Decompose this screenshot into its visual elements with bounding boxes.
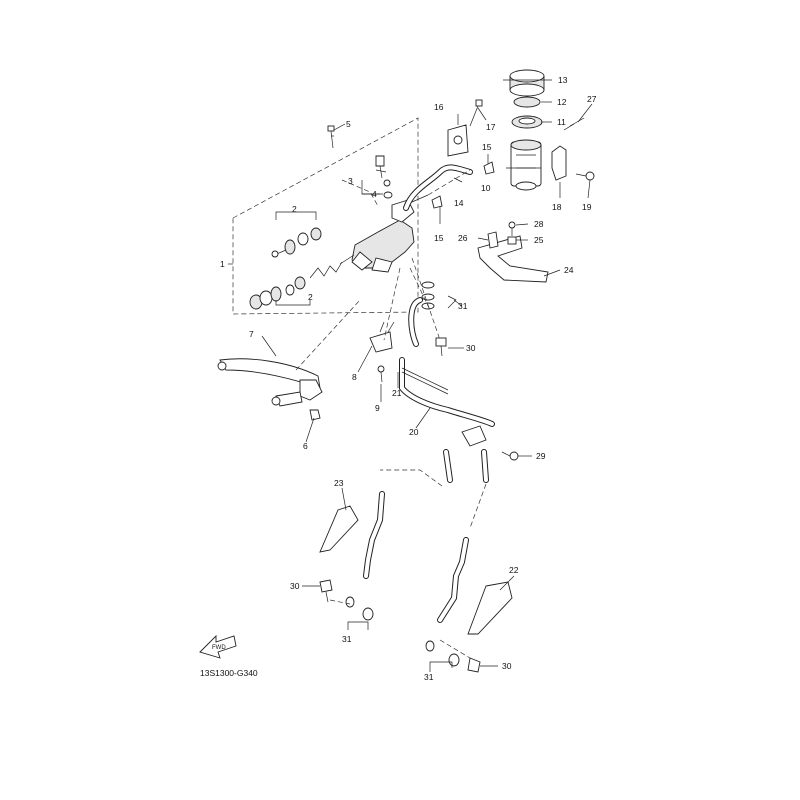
bolt-17 bbox=[469, 99, 483, 127]
callout-19: 19 bbox=[582, 202, 592, 212]
collar-25 bbox=[507, 236, 517, 245]
clamp-16 bbox=[447, 124, 469, 157]
callout-labels: 1 2 2 3 4 5 6 7 8 9 10 11 12 13 14 15 15… bbox=[220, 75, 597, 682]
washers-31-upper bbox=[421, 281, 435, 310]
callout-13: 13 bbox=[558, 75, 568, 85]
callout-22: 22 bbox=[509, 565, 519, 575]
union-bolt-30-left bbox=[319, 579, 333, 603]
callout-31: 31 bbox=[458, 301, 468, 311]
cable-tie-21 bbox=[401, 367, 449, 395]
callout-25: 25 bbox=[534, 235, 544, 245]
reservoir-cap-13 bbox=[509, 69, 545, 97]
brake-lever-7 bbox=[217, 358, 323, 407]
master-cylinder-body bbox=[351, 194, 429, 273]
nut-6 bbox=[309, 409, 321, 421]
diaphragm-11 bbox=[511, 115, 543, 129]
callout-14: 14 bbox=[454, 198, 464, 208]
callout-15: 15 bbox=[434, 233, 444, 243]
hose-joint bbox=[461, 425, 487, 447]
bracket-24 bbox=[477, 235, 549, 283]
piston-kit-upper bbox=[271, 227, 322, 258]
bolt-29 bbox=[501, 451, 519, 461]
callout-2: 2 bbox=[292, 204, 297, 214]
reservoir-hose-14 bbox=[403, 164, 473, 211]
union-bolt-30-upper bbox=[435, 337, 447, 357]
assembly-outline bbox=[228, 117, 419, 315]
diaphragm-holder-12 bbox=[513, 96, 541, 108]
hose-clip-15 bbox=[431, 161, 495, 209]
reservoir-10 bbox=[510, 139, 542, 191]
callout-9: 9 bbox=[375, 403, 380, 413]
callout-4: 4 bbox=[372, 189, 377, 199]
leader-lines bbox=[261, 79, 593, 672]
screw-28 bbox=[508, 221, 516, 236]
callout-30: 30 bbox=[466, 343, 476, 353]
bolt-27 bbox=[563, 117, 585, 131]
callout-11: 11 bbox=[557, 117, 566, 127]
callout-28: 28 bbox=[534, 219, 544, 229]
callout-26: 26 bbox=[458, 233, 468, 243]
bracket-23 bbox=[319, 505, 359, 553]
callout-31: 31 bbox=[424, 672, 434, 682]
callout-7: 7 bbox=[249, 329, 254, 339]
callout-12: 12 bbox=[557, 97, 567, 107]
brake-hose-20 bbox=[399, 297, 495, 427]
callout-24: 24 bbox=[564, 265, 574, 275]
callout-23: 23 bbox=[334, 478, 344, 488]
callout-18: 18 bbox=[552, 202, 562, 212]
callout-15: 15 bbox=[482, 142, 492, 152]
forward-arrow-icon: FWD bbox=[199, 634, 237, 659]
bracket-18 bbox=[551, 145, 567, 181]
callout-1: 1 bbox=[220, 259, 225, 269]
washers-31-left bbox=[345, 596, 374, 621]
callout-3: 3 bbox=[348, 176, 353, 186]
screw-19 bbox=[575, 171, 595, 181]
screw-9 bbox=[377, 365, 385, 383]
union-bolt-30-right bbox=[467, 657, 481, 673]
callout-17: 17 bbox=[486, 122, 496, 132]
callout-21: 21 bbox=[392, 388, 402, 398]
callout-16: 16 bbox=[434, 102, 444, 112]
callout-6: 6 bbox=[303, 441, 308, 451]
callout-8: 8 bbox=[352, 372, 357, 382]
callout-31: 31 bbox=[342, 634, 352, 644]
bracket-26 bbox=[487, 231, 499, 249]
callout-29: 29 bbox=[536, 451, 546, 461]
brake-hose-right bbox=[437, 537, 469, 623]
diagram-code: 13S1300-G340 bbox=[200, 668, 258, 678]
callout-30: 30 bbox=[290, 581, 300, 591]
fwd-label: FWD bbox=[212, 645, 226, 651]
brake-hose-left bbox=[363, 449, 489, 579]
callout-5: 5 bbox=[346, 119, 351, 129]
callout-20: 20 bbox=[409, 427, 419, 437]
assembly-lines bbox=[295, 169, 487, 659]
piston-kit-lower bbox=[249, 254, 355, 310]
callout-27: 27 bbox=[587, 94, 597, 104]
callout-2: 2 bbox=[308, 292, 313, 302]
bracket-22 bbox=[467, 581, 513, 635]
bolt-5 bbox=[327, 125, 335, 149]
callout-30: 30 bbox=[502, 661, 512, 671]
brake-switch-8 bbox=[369, 321, 395, 353]
washers-31-right bbox=[425, 640, 460, 667]
callout-10: 10 bbox=[481, 183, 491, 193]
fitting-3 bbox=[375, 155, 393, 199]
